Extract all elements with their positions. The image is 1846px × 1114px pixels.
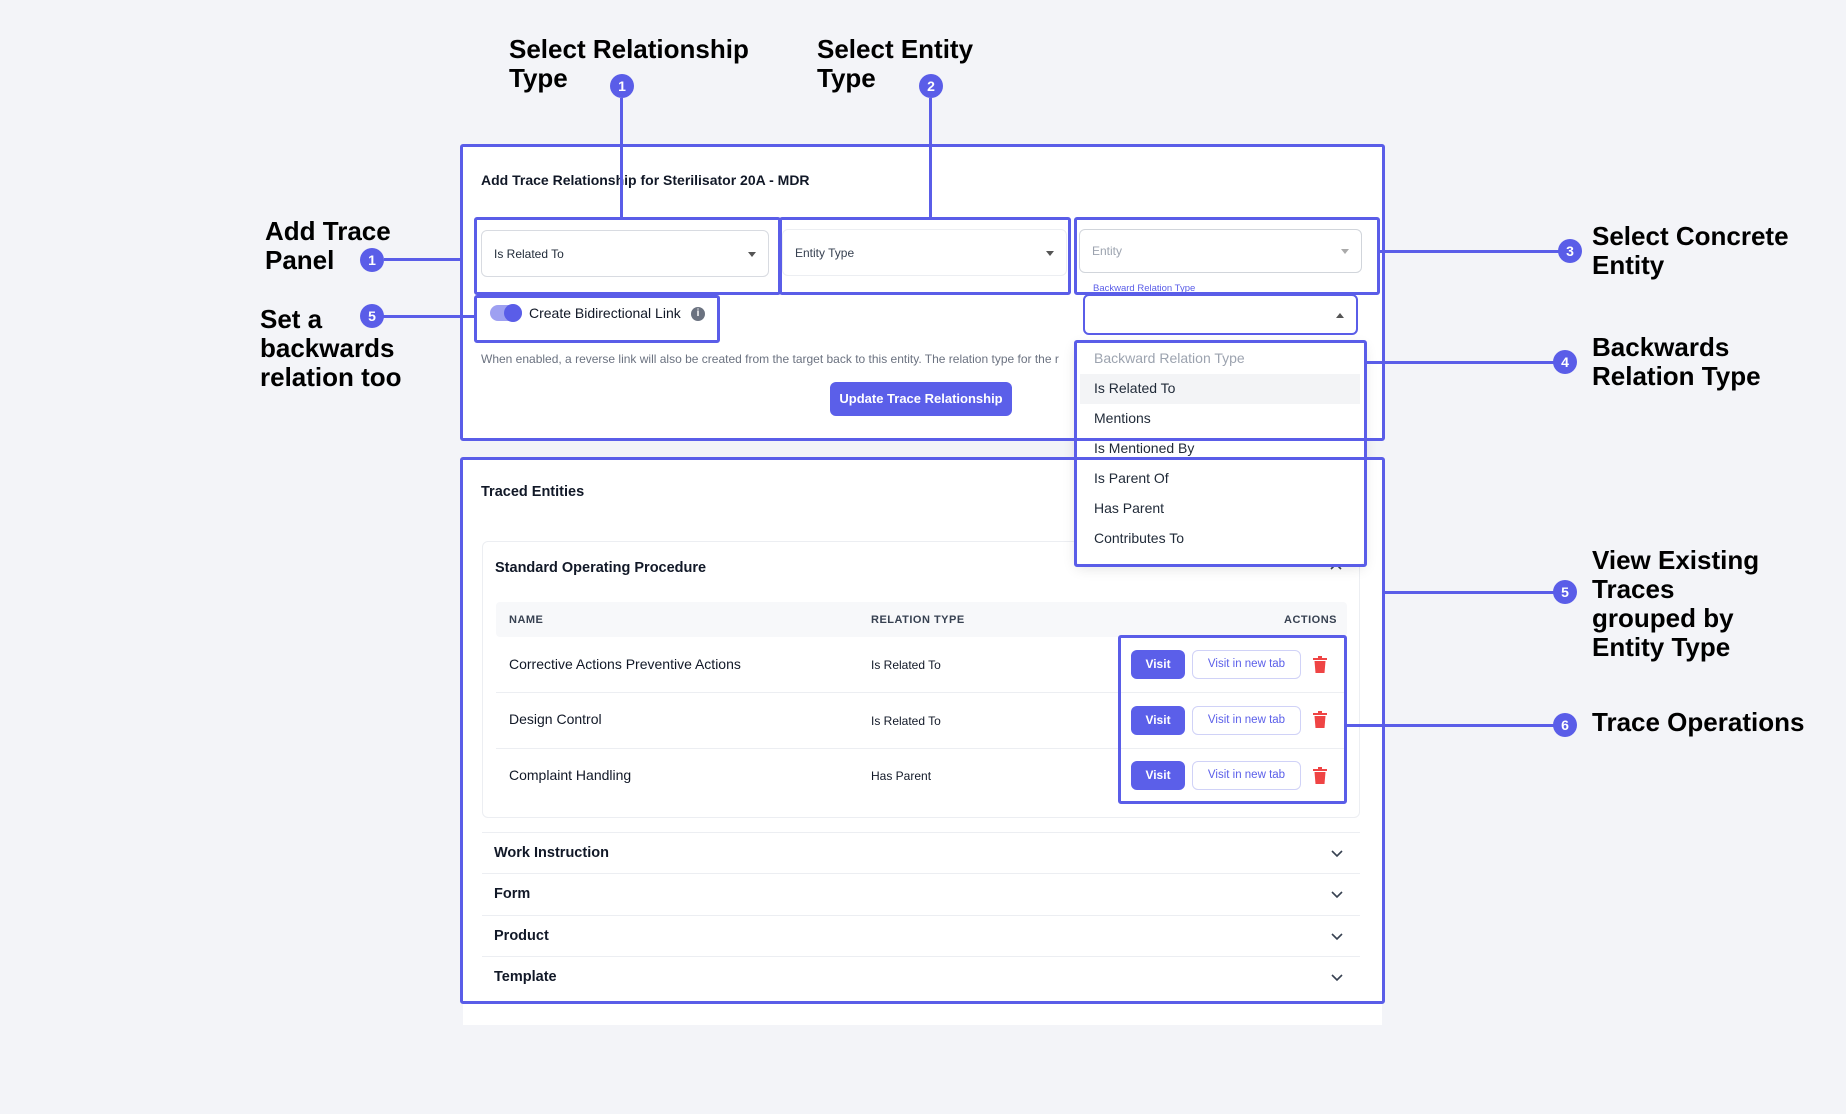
- bidirectional-label: Create Bidirectional Link: [529, 305, 681, 321]
- visit-button[interactable]: Visit: [1131, 761, 1185, 790]
- toggle-knob: [504, 304, 522, 322]
- entity-type-placeholder: Entity Type: [795, 245, 855, 260]
- connector-line: [382, 315, 476, 318]
- visit-new-tab-button[interactable]: Visit in new tab: [1192, 761, 1301, 790]
- traced-entities-title: Traced Entities: [481, 484, 585, 500]
- highlight-dropdown: [1074, 340, 1367, 567]
- col-actions-header: ACTIONS: [1284, 614, 1337, 626]
- annotation-select-entity-type: Select Entity Type: [817, 34, 974, 93]
- chevron-down-icon: [1046, 250, 1054, 256]
- step-badge: 1: [610, 74, 634, 98]
- col-relation-header: RELATION TYPE: [871, 614, 965, 626]
- highlight-add-trace-panel: [460, 144, 1385, 441]
- update-trace-button[interactable]: Update Trace Relationship: [830, 382, 1012, 416]
- bidirectional-toggle[interactable]: [490, 304, 522, 322]
- dropdown-option[interactable]: Is Related To: [1094, 380, 1176, 396]
- sop-group-title[interactable]: Standard Operating Procedure: [495, 560, 707, 576]
- highlight-trace-operations: [1118, 635, 1347, 804]
- group-work-instruction[interactable]: Work Instruction: [482, 832, 1360, 873]
- visit-button[interactable]: Visit: [1131, 706, 1185, 735]
- dropdown-option[interactable]: Contributes To: [1094, 530, 1185, 546]
- entity-select[interactable]: Entity: [1079, 229, 1362, 273]
- table-row: [496, 637, 1347, 693]
- row-relation: Is Related To: [871, 714, 941, 728]
- chevron-down-icon: [1331, 933, 1343, 941]
- visit-button[interactable]: Visit: [1131, 650, 1185, 679]
- row-name: Corrective Actions Preventive Actions: [509, 656, 741, 672]
- info-icon[interactable]: i: [691, 307, 705, 321]
- chevron-down-icon: [1331, 974, 1343, 982]
- annotation-select-concrete-entity: Select Concrete Entity: [1592, 221, 1789, 280]
- step-badge: 6: [1553, 713, 1577, 737]
- chevron-up-icon: [1336, 312, 1344, 318]
- col-name-header: NAME: [509, 614, 544, 626]
- trash-icon[interactable]: [1312, 767, 1328, 785]
- annotation-add-trace-panel: Add Trace Panel: [265, 216, 391, 275]
- relation-type-value: Is Related To: [494, 246, 564, 261]
- connector-line: [1380, 250, 1570, 253]
- annotation-select-relationship: Select Relationship Type: [509, 34, 749, 93]
- group-template[interactable]: Template: [482, 956, 1360, 997]
- visit-new-tab-button[interactable]: Visit in new tab: [1192, 650, 1301, 679]
- visit-new-tab-button[interactable]: Visit in new tab: [1192, 706, 1301, 735]
- step-badge: 1: [360, 248, 384, 272]
- dropdown-option[interactable]: Is Parent Of: [1094, 470, 1169, 486]
- group-form[interactable]: Form: [482, 873, 1360, 914]
- highlight-entity-select: [1074, 217, 1380, 295]
- dropdown-placeholder: Backward Relation Type: [1094, 350, 1245, 366]
- entity-type-select[interactable]: Entity Type: [782, 229, 1067, 276]
- row-relation: Is Related To: [871, 658, 941, 672]
- trash-icon[interactable]: [1312, 656, 1328, 674]
- step-badge: 2: [919, 74, 943, 98]
- connector-line: [620, 98, 623, 218]
- annotation-view-existing-traces: View Existing Traces grouped by Entity T…: [1592, 545, 1760, 662]
- dropdown-highlight: [1080, 374, 1360, 404]
- row-name: Design Control: [509, 711, 602, 727]
- step-badge: 5: [360, 304, 384, 328]
- connector-line: [1367, 361, 1571, 364]
- step-badge: 4: [1553, 350, 1577, 374]
- dropdown-option[interactable]: Is Mentioned By: [1094, 440, 1195, 456]
- highlight-bidirectional: [474, 295, 720, 343]
- connector-line: [1347, 724, 1571, 727]
- dropdown-option[interactable]: Has Parent: [1094, 500, 1165, 516]
- annotation-trace-operations: Trace Operations: [1592, 707, 1805, 737]
- backward-relation-select[interactable]: [1083, 294, 1358, 335]
- connector-line: [1385, 591, 1571, 594]
- chevron-down-icon: [1331, 850, 1343, 858]
- trash-icon[interactable]: [1312, 711, 1328, 729]
- highlight-relation-select: [474, 217, 781, 295]
- highlight-entity-type-select: [779, 217, 1071, 295]
- relation-type-select[interactable]: Is Related To: [481, 230, 769, 277]
- group-product[interactable]: Product: [482, 915, 1360, 956]
- chevron-down-icon: [1341, 249, 1349, 254]
- annotation-set-backwards: Set a backwards relation too: [260, 304, 402, 392]
- backward-relation-floating-label: Backward Relation Type: [1090, 283, 1199, 294]
- table-header: [496, 602, 1347, 637]
- chevron-down-icon: [1331, 891, 1343, 899]
- table-row: [496, 692, 1347, 749]
- entity-placeholder: Entity: [1092, 244, 1123, 258]
- step-badge: 3: [1558, 239, 1582, 263]
- connector-line: [384, 258, 462, 261]
- panel-title: Add Trace Relationship for Sterilisator …: [481, 172, 810, 188]
- step-badge: 5: [1553, 580, 1577, 604]
- connector-line: [929, 98, 932, 218]
- dropdown-option[interactable]: Mentions: [1094, 410, 1151, 426]
- annotation-backwards-relation-type: Backwards Relation Type: [1592, 332, 1761, 391]
- help-text: When enabled, a reverse link will also b…: [481, 352, 1059, 366]
- row-relation: Has Parent: [871, 769, 932, 783]
- highlight-traced-entities: [460, 457, 1385, 1004]
- row-name: Complaint Handling: [509, 767, 632, 783]
- chevron-down-icon: [748, 251, 756, 257]
